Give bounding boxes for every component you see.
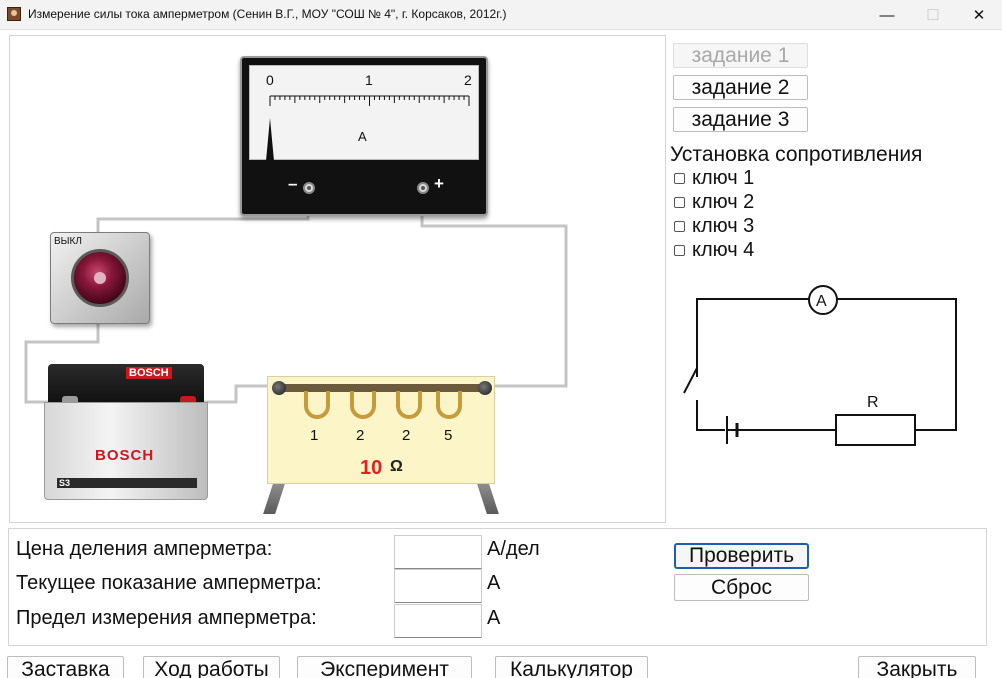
schematic-wire-top <box>696 298 809 377</box>
resistor-bus-bar <box>274 384 486 392</box>
key-1-label: ключ 1 <box>692 166 755 189</box>
schematic-switch-blade <box>683 367 698 394</box>
wire-battery-to-resistor <box>186 384 278 404</box>
resistance-unit: Ω <box>390 458 403 475</box>
ammeter-unit: A <box>358 129 367 144</box>
resistance-setup-title: Установка сопротивления <box>670 143 923 166</box>
maximize-icon: ☐ <box>926 7 940 24</box>
splash-button[interactable]: Заставка <box>7 656 124 678</box>
key-3-label: ключ 3 <box>692 214 755 237</box>
resistor-nominal-2: 2 <box>356 427 365 444</box>
switch-state-label: ВЫКЛ <box>54 236 82 247</box>
key-3-checkbox[interactable]: ключ 3 <box>674 215 754 237</box>
scale-label-2: 2 <box>464 72 472 88</box>
battery-body: BOSCH S3 <box>44 402 208 500</box>
measurement-form: Цена деления амперметра: А/дел Текущее п… <box>8 528 987 646</box>
division-value-input[interactable] <box>394 535 482 569</box>
key-4-checkbox[interactable]: ключ 4 <box>674 239 754 261</box>
resistor-box: 1 2 2 5 10 Ω <box>267 376 495 484</box>
power-switch[interactable]: ВЫКЛ <box>50 232 150 324</box>
schematic-wire-bottom-left <box>696 400 725 431</box>
key-2-checkbox[interactable]: ключ 2 <box>674 191 754 213</box>
task-1-button[interactable]: задание 1 <box>673 43 808 68</box>
resistor-coil-2 <box>350 391 376 419</box>
measurement-limit-unit: А <box>487 607 501 629</box>
schematic-ammeter <box>808 285 838 315</box>
resistor-nominal-1: 1 <box>310 427 319 444</box>
close-icon[interactable]: ✕ <box>972 7 986 24</box>
key-1-box[interactable] <box>674 172 685 184</box>
current-reading-input[interactable] <box>394 569 482 603</box>
wire-resistor-to-ammeter <box>420 196 568 388</box>
check-button[interactable]: Проверить <box>674 543 809 569</box>
wire-switch-to-battery <box>24 324 100 404</box>
battery-model: S3 <box>59 478 71 488</box>
positive-terminal-label: + <box>434 174 444 193</box>
current-reading-label: Текущее показание амперметра: <box>16 572 322 594</box>
measurement-limit-input[interactable] <box>394 604 482 638</box>
ammeter-scale <box>266 95 470 161</box>
task-2-button[interactable]: задание 2 <box>673 75 808 100</box>
schematic-resistor <box>835 414 916 446</box>
ammeter: 0 1 2 A – + <box>240 56 488 216</box>
division-value-unit: А/дел <box>487 538 540 560</box>
procedure-button[interactable]: Ход работы <box>143 656 280 678</box>
current-reading-unit: А <box>487 572 501 594</box>
key-4-box[interactable] <box>674 244 685 256</box>
task-3-button[interactable]: задание 3 <box>673 107 808 132</box>
experiment-stage: 0 1 2 A – + ВЫКЛ BOSCH BOSCH S3 <box>9 35 666 523</box>
resistor-coil-1 <box>304 391 330 419</box>
schematic-wire-right <box>837 298 957 431</box>
ammeter-needle <box>266 118 274 161</box>
negative-terminal[interactable] <box>303 182 315 194</box>
battery: BOSCH BOSCH S3 <box>42 356 208 501</box>
positive-terminal[interactable] <box>417 182 429 194</box>
resistor-coil-3 <box>396 391 422 419</box>
ammeter-dial: 0 1 2 A <box>249 65 479 161</box>
battery-brand: BOSCH <box>95 447 155 464</box>
negative-terminal-label: – <box>288 174 298 193</box>
resistor-coil-4 <box>436 391 462 419</box>
key-2-label: ключ 2 <box>692 190 755 213</box>
schematic-resistor-label: R <box>867 394 879 411</box>
measurement-limit-label: Предел измерения амперметра: <box>16 607 317 629</box>
key-3-box[interactable] <box>674 220 685 232</box>
experiment-button[interactable]: Эксперимент <box>297 656 472 678</box>
resistor-terminal-right <box>478 381 492 395</box>
division-value-label: Цена деления амперметра: <box>16 538 273 560</box>
resistor-terminal-left <box>272 381 286 395</box>
window-title: Измерение силы тока амперметром (Сенин В… <box>28 7 507 21</box>
resistor-nominal-4: 5 <box>444 427 453 444</box>
close-button[interactable]: Закрыть <box>858 656 976 678</box>
key-1-checkbox[interactable]: ключ 1 <box>674 167 754 189</box>
reset-button[interactable]: Сброс <box>674 574 809 601</box>
switch-button[interactable] <box>71 249 129 307</box>
battery-brand-top: BOSCH <box>126 367 172 379</box>
resistor-nominal-3: 2 <box>402 427 411 444</box>
schematic-ammeter-label: A <box>816 293 827 310</box>
resistance-value: 10 <box>360 457 383 479</box>
minimize-icon[interactable]: — <box>879 6 895 24</box>
key-2-box[interactable] <box>674 196 685 208</box>
title-bar: Измерение силы тока амперметром (Сенин В… <box>0 0 1002 30</box>
key-4-label: ключ 4 <box>692 238 755 261</box>
scale-label-0: 0 <box>266 72 274 88</box>
calculator-button[interactable]: Калькулятор <box>495 656 648 678</box>
scale-label-1: 1 <box>365 72 373 88</box>
circuit-schematic: A R <box>683 285 957 446</box>
battery-stripe <box>57 478 197 488</box>
app-icon <box>7 7 21 21</box>
